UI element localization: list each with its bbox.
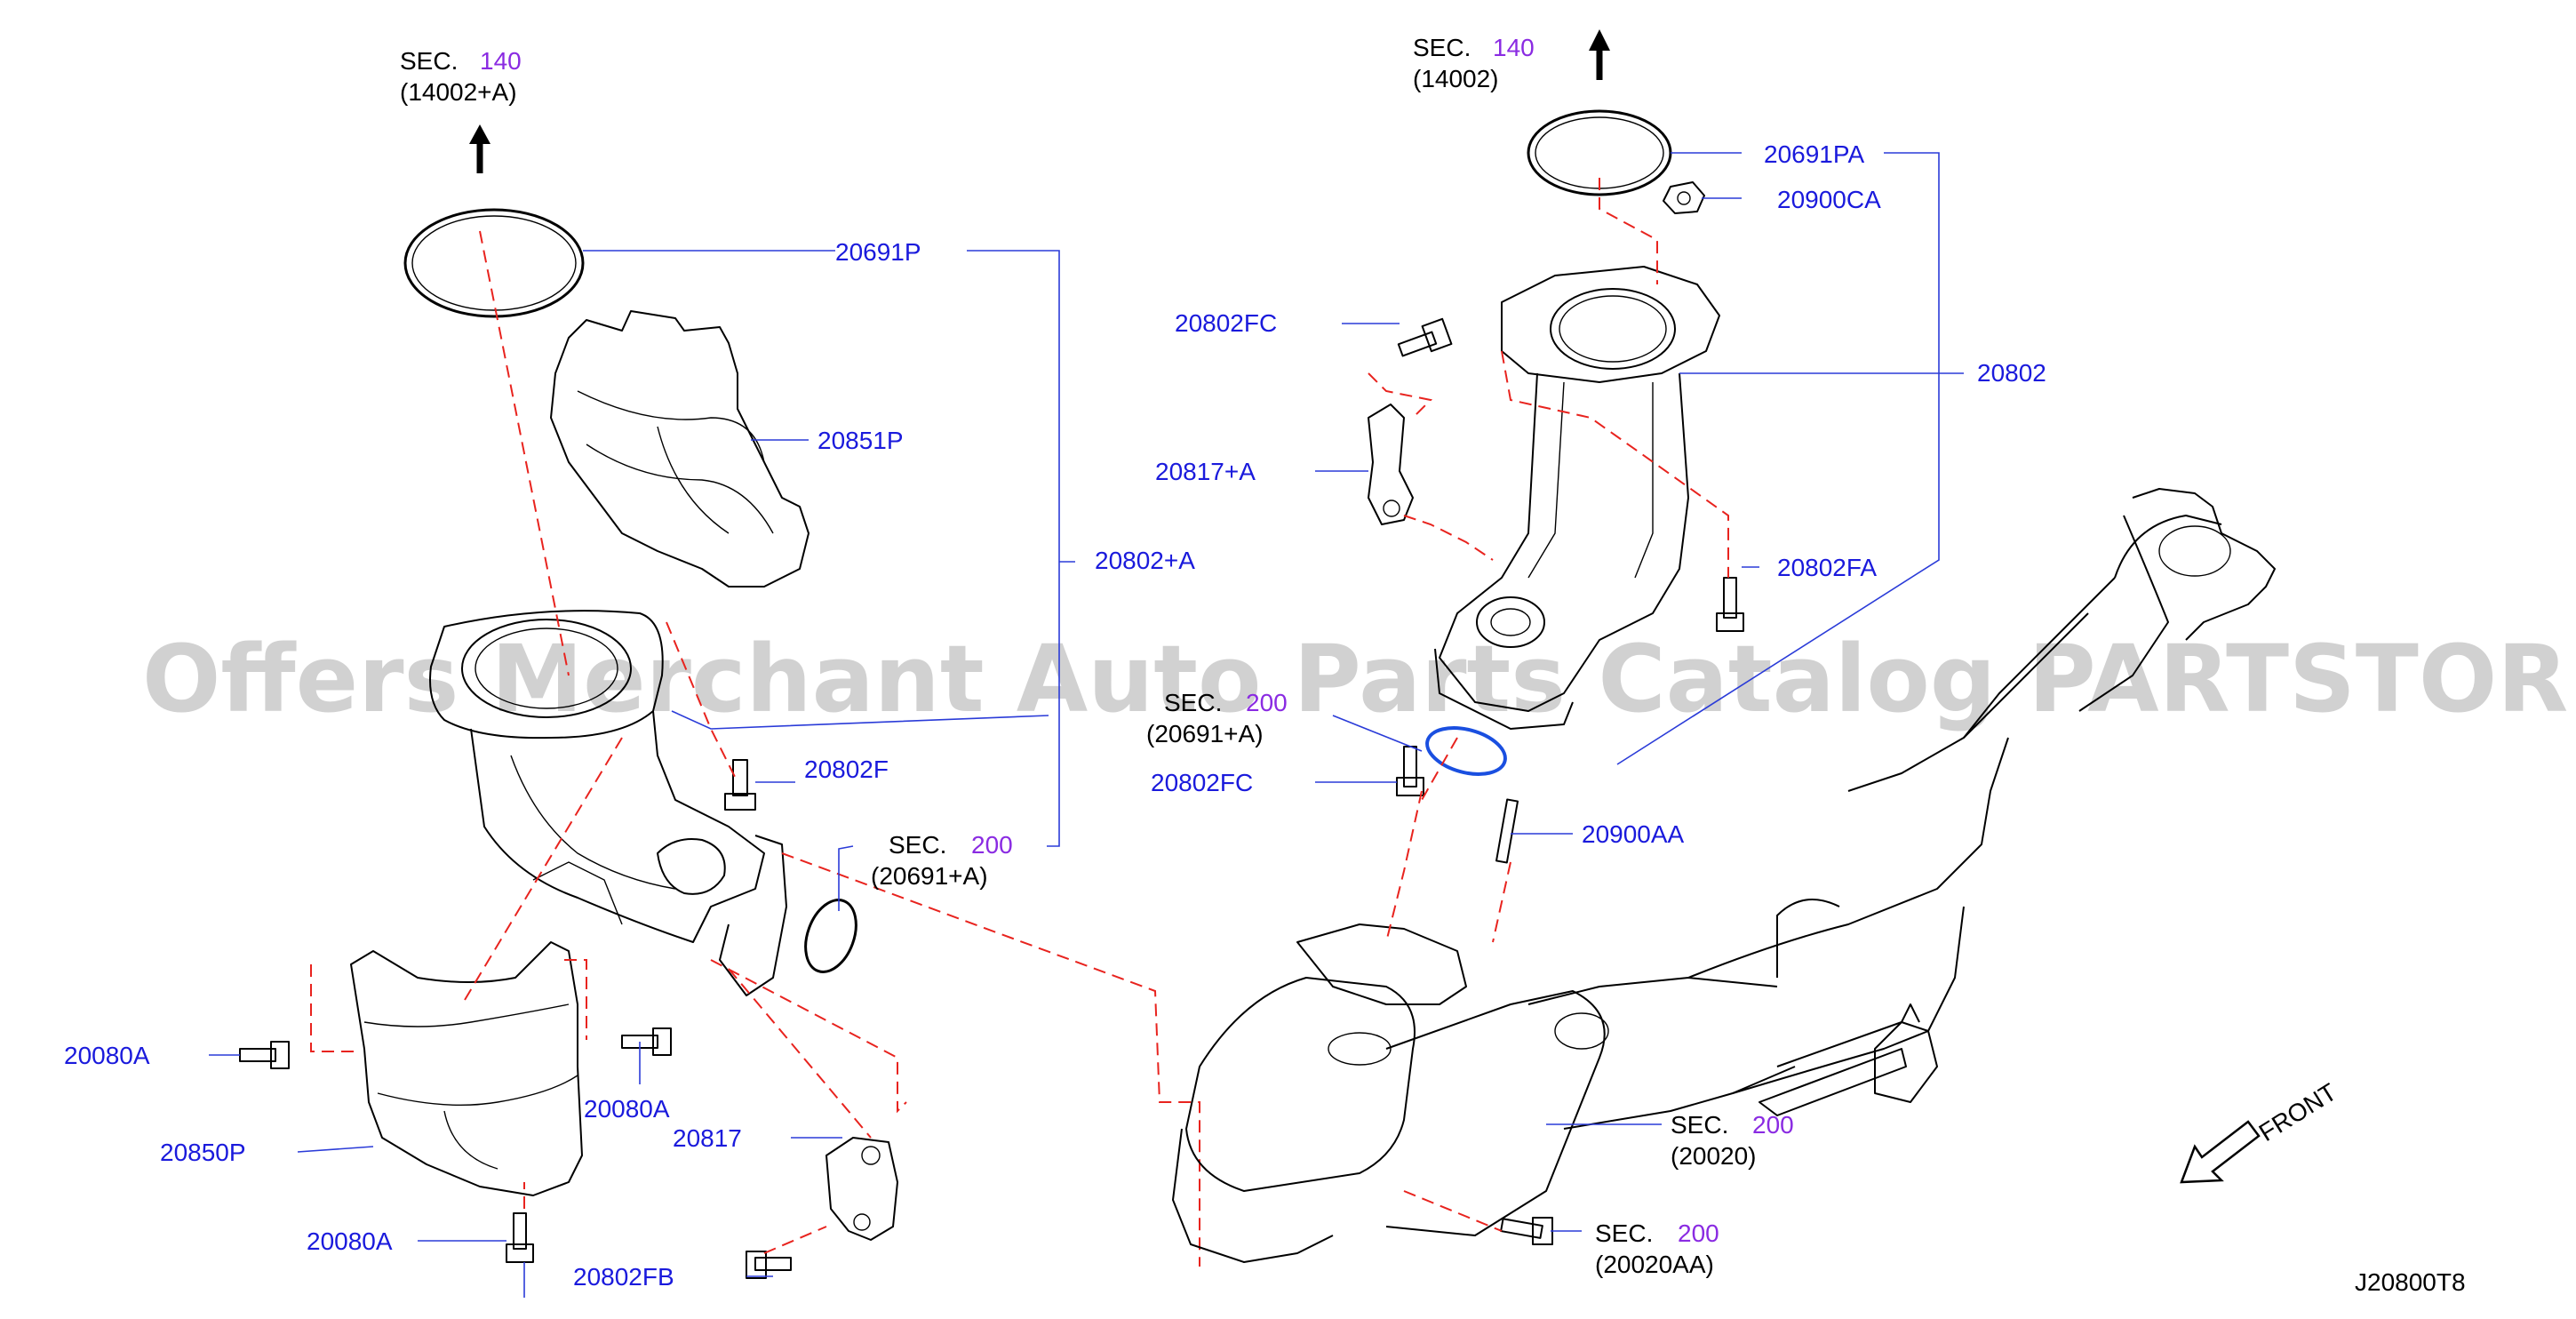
sec200-d-label: SEC. [1595, 1219, 1653, 1247]
part-20802FC-top[interactable]: 20802FC [1175, 309, 1277, 337]
part-20802A[interactable]: 20802+A [1095, 547, 1195, 574]
part-20691P[interactable]: 20691P [835, 238, 921, 266]
bolt-20802FC-bottom-icon [1396, 746, 1424, 796]
bolt-20080A-bottom-icon [506, 1212, 534, 1263]
nut-20900CA-icon [1663, 181, 1705, 214]
watermark-text: Offers Merchant Auto Parts Catalog PARTS… [142, 625, 2576, 733]
bolt-sec200-20020AA-icon [1500, 1217, 1553, 1245]
up-arrow-right-icon [1589, 29, 1610, 80]
sec140-right-number: 140 [1493, 34, 1535, 61]
bolt-20802FA-icon [1716, 577, 1744, 632]
stud-20900AA-icon [1495, 798, 1519, 864]
part-20802FA[interactable]: 20802FA [1777, 554, 1877, 581]
figure-code: J20800T8 [2355, 1268, 2466, 1296]
gasket-ring-sec200-left [804, 899, 857, 973]
sec200-d-number: 200 [1678, 1219, 1719, 1247]
up-arrow-left-icon [469, 124, 490, 173]
catalytic-converter-right [1434, 266, 1720, 730]
sec200-c-label: SEC. [1671, 1111, 1728, 1139]
heat-insulator-20851P [550, 310, 809, 588]
bolt-20080A-mid-icon [621, 1027, 672, 1056]
sec140-right-label: SEC. [1413, 34, 1471, 61]
part-20817[interactable]: 20817 [673, 1124, 742, 1152]
sec140-right-ref: (14002) [1413, 65, 1499, 92]
sec200-a-ref: (20691+A) [871, 862, 988, 890]
sec200-b-ref: (20691+A) [1146, 720, 1264, 747]
front-label: FRONT [2254, 1078, 2341, 1147]
part-20900CA[interactable]: 20900CA [1777, 186, 1881, 213]
sec200-b-number: 200 [1246, 689, 1288, 716]
part-20817A[interactable]: 20817+A [1155, 458, 1256, 485]
front-exhaust-pipe [1172, 488, 2276, 1263]
part-20850P[interactable]: 20850P [160, 1139, 246, 1166]
sec200-c-number: 200 [1752, 1111, 1794, 1139]
front-arrow-icon [2180, 1120, 2261, 1184]
sec200-c-ref: (20020) [1671, 1142, 1757, 1170]
sec140-left-number: 140 [480, 47, 522, 75]
sec140-left-ref: (14002+A) [400, 78, 517, 106]
bolt-20080A-left-icon [239, 1041, 290, 1069]
part-20802FC-bottom[interactable]: 20802FC [1151, 769, 1253, 796]
part-20900AA[interactable]: 20900AA [1582, 820, 1685, 848]
part-20851P[interactable]: 20851P [817, 427, 904, 454]
part-20080A-left[interactable]: 20080A [64, 1042, 150, 1069]
sec200-a-number: 200 [971, 831, 1013, 859]
part-20802[interactable]: 20802 [1977, 359, 2046, 387]
gasket-ring-sec200-right [1425, 726, 1507, 776]
gasket-ring-20691P [403, 208, 585, 318]
part-20080A-bottom[interactable]: 20080A [307, 1227, 393, 1255]
part-20691PA[interactable]: 20691PA [1764, 140, 1864, 168]
sec140-left-label: SEC. [400, 47, 458, 75]
sec200-a-label: SEC. [889, 831, 946, 859]
part-20802F[interactable]: 20802F [804, 755, 889, 783]
part-20080A-mid[interactable]: 20080A [584, 1095, 670, 1123]
lower-insulator-20850P [350, 941, 583, 1196]
bolt-20802FB-icon [746, 1251, 792, 1279]
catalytic-converter-left [429, 610, 787, 996]
bolt-20802FC-top-icon [1397, 317, 1453, 357]
part-20802FB[interactable]: 20802FB [573, 1263, 674, 1291]
sec200-b-label: SEC. [1164, 689, 1222, 716]
bracket-20817 [825, 1137, 898, 1241]
bracket-20817A [1368, 404, 1414, 525]
bolt-20802F-icon [724, 759, 756, 811]
sec200-d-ref: (20020AA) [1595, 1251, 1714, 1278]
